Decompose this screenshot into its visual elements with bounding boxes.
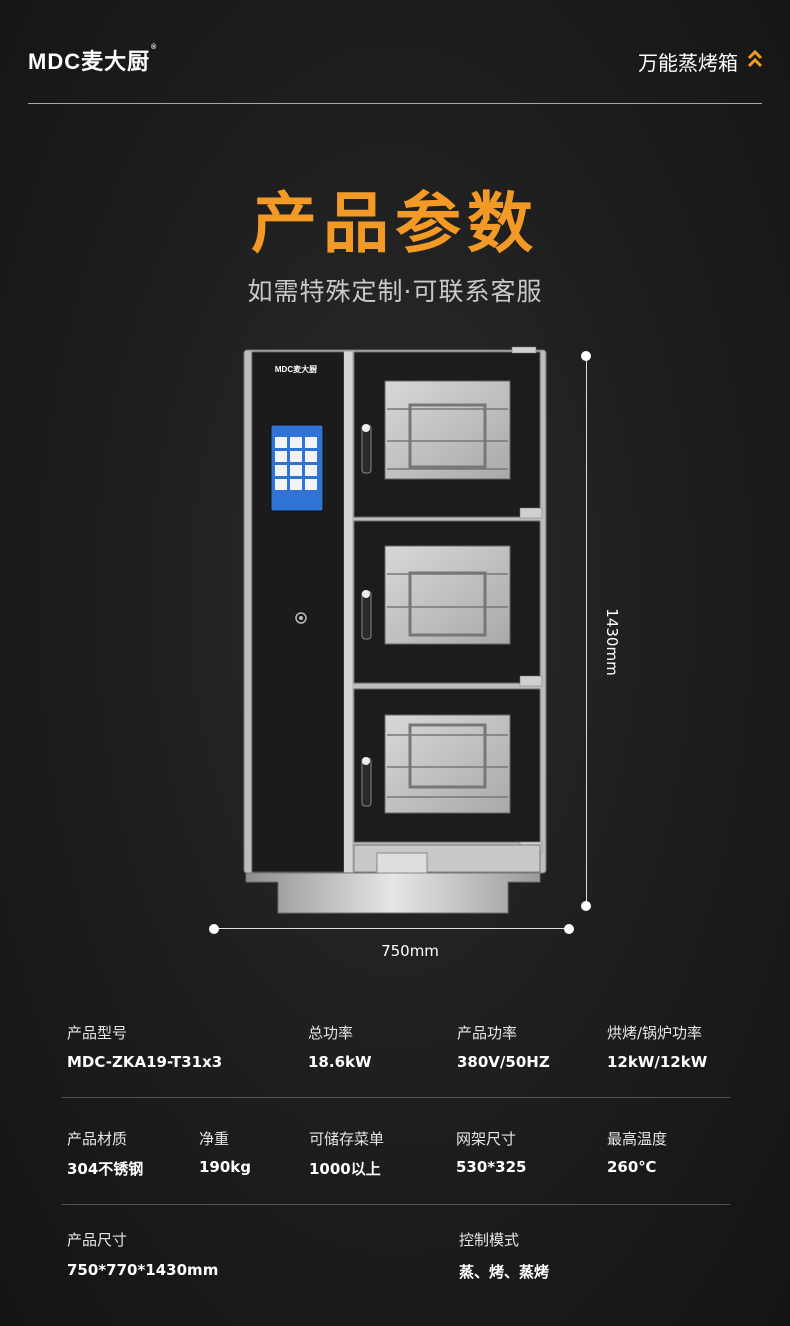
- double-chevron-up-icon: [747, 49, 763, 68]
- page-subtitle: 如需特殊定制·可联系客服: [247, 277, 543, 306]
- spec-value-model: MDC-ZKA19-T31x3: [67, 1053, 223, 1071]
- spec-label-dimensions: 产品尺寸: [67, 1231, 128, 1249]
- spec-label-menus: 可储存菜单: [309, 1130, 385, 1148]
- width-label: 750mm: [381, 942, 439, 960]
- spec-label-weight: 净重: [199, 1130, 230, 1148]
- spec-label-material: 产品材质: [67, 1130, 128, 1148]
- spec-value-dimensions: 750*770*1430mm: [67, 1261, 219, 1279]
- spec-label-max-temp: 最高温度: [607, 1130, 668, 1148]
- spec-value-material: 304不锈钢: [67, 1160, 144, 1178]
- spec-value-control-mode: 蒸、烤、蒸烤: [459, 1263, 550, 1281]
- spec-value-total-power: 18.6kW: [308, 1053, 372, 1071]
- spec-label-rack-size: 网架尺寸: [456, 1130, 517, 1148]
- spec-value-supply: 380V/50HZ: [457, 1053, 550, 1071]
- spec-value-max-temp: 260℃: [607, 1158, 657, 1176]
- spec-label-model: 产品型号: [67, 1024, 128, 1042]
- spec-label-total-power: 总功率: [308, 1024, 354, 1042]
- spec-divider: [62, 1204, 730, 1205]
- spec-value-menus: 1000以上: [309, 1160, 381, 1178]
- brand-logo: MDC麦大厨®: [28, 44, 158, 74]
- spec-value-rack-size: 530*325: [456, 1158, 527, 1176]
- product-name: 万能蒸烤箱: [638, 51, 738, 75]
- combi-oven-illustration: MDC麦大厨: [243, 346, 547, 914]
- power-knob-icon: [295, 612, 307, 624]
- dimension-endpoint: [581, 351, 591, 361]
- spec-label-supply: 产品功率: [457, 1024, 518, 1042]
- height-label: 1430mm: [603, 608, 621, 676]
- width-dimension-line: [213, 928, 568, 929]
- panel-logo: MDC麦大厨: [275, 364, 317, 374]
- spec-label-control-mode: 控制模式: [459, 1231, 520, 1249]
- spec-value-bake-boiler-power: 12kW/12kW: [607, 1053, 708, 1071]
- dimension-endpoint: [581, 901, 591, 911]
- spec-value-weight: 190kg: [199, 1158, 252, 1176]
- spec-divider: [62, 1097, 730, 1098]
- height-dimension-line: [586, 356, 587, 906]
- dimension-endpoint: [209, 924, 219, 934]
- page-title: 产品参数: [251, 185, 539, 262]
- spec-label-bake-boiler-power: 烘烤/锅炉功率: [607, 1024, 703, 1042]
- header-divider: [28, 103, 762, 104]
- dimension-endpoint: [564, 924, 574, 934]
